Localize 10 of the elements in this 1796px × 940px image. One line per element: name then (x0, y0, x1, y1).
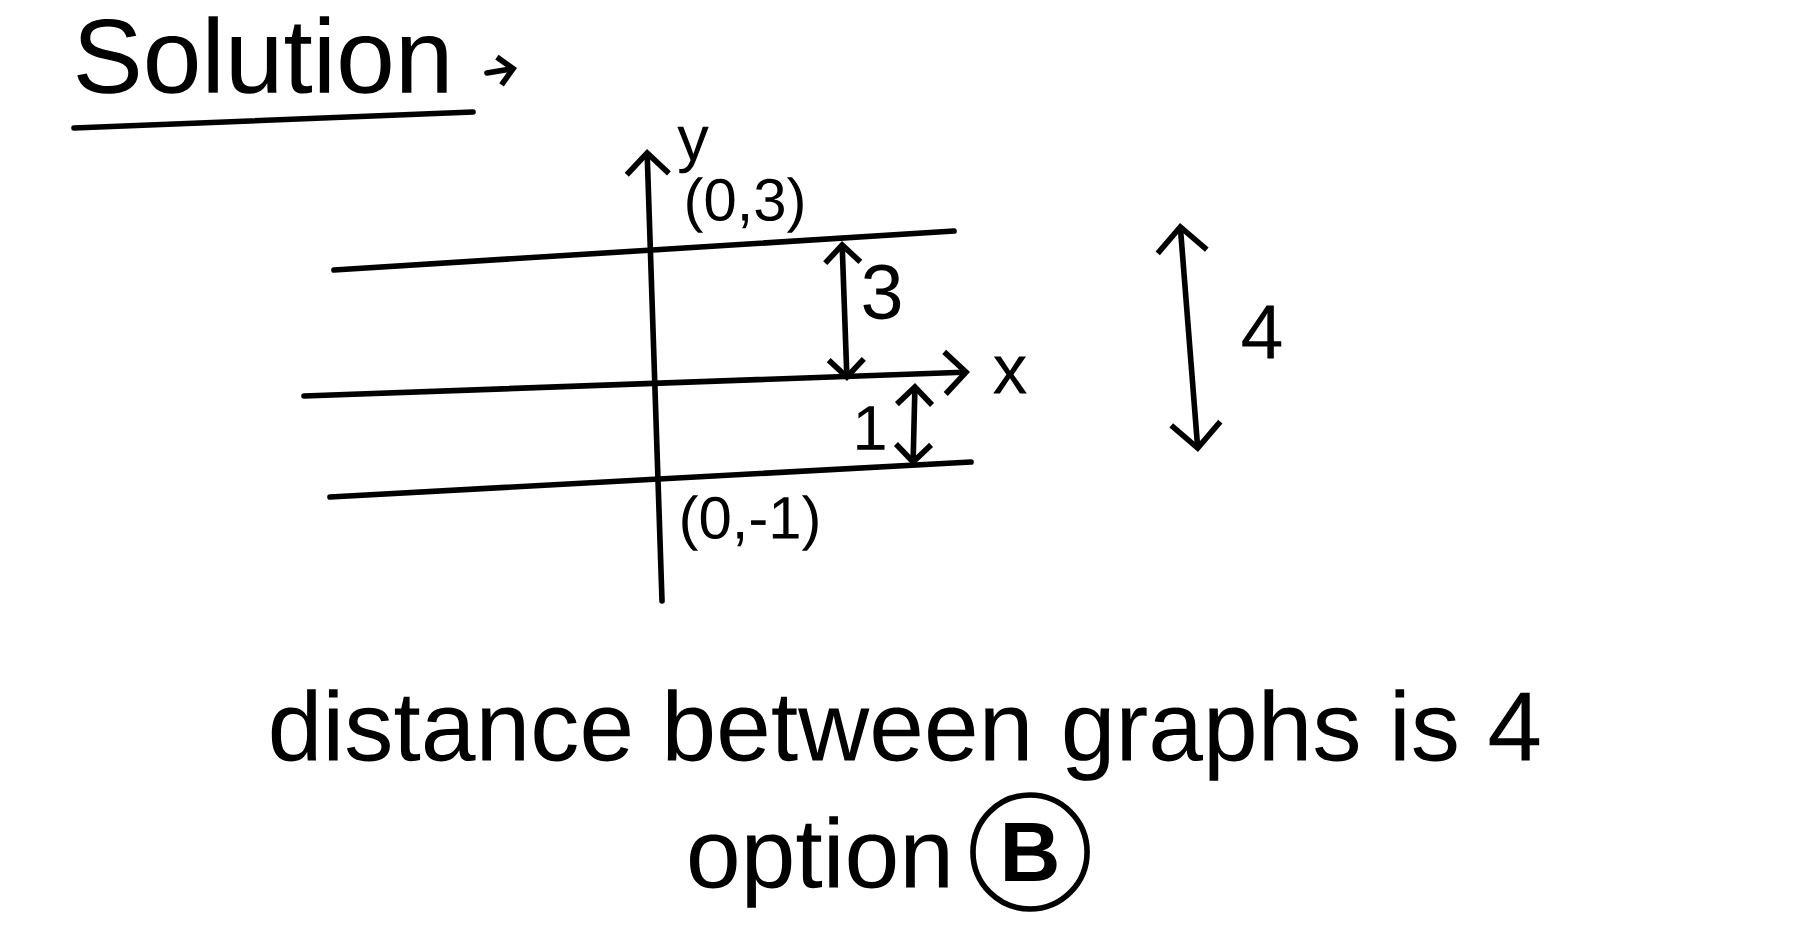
point-label: (0,3) (687, 177, 803, 233)
point-label: (0,-1) (682, 495, 818, 551)
heading: Solution (77, 16, 447, 94)
dimension-label: 4 (1242, 305, 1282, 359)
dimension-label: 3 (863, 264, 901, 320)
answer-text: option (690, 816, 948, 908)
axis-label: x (993, 356, 1027, 394)
axis-label: y (677, 126, 709, 174)
dimension-label: 1 (857, 406, 885, 450)
answer-text: distance between graphs is 4 (271, 689, 1540, 781)
